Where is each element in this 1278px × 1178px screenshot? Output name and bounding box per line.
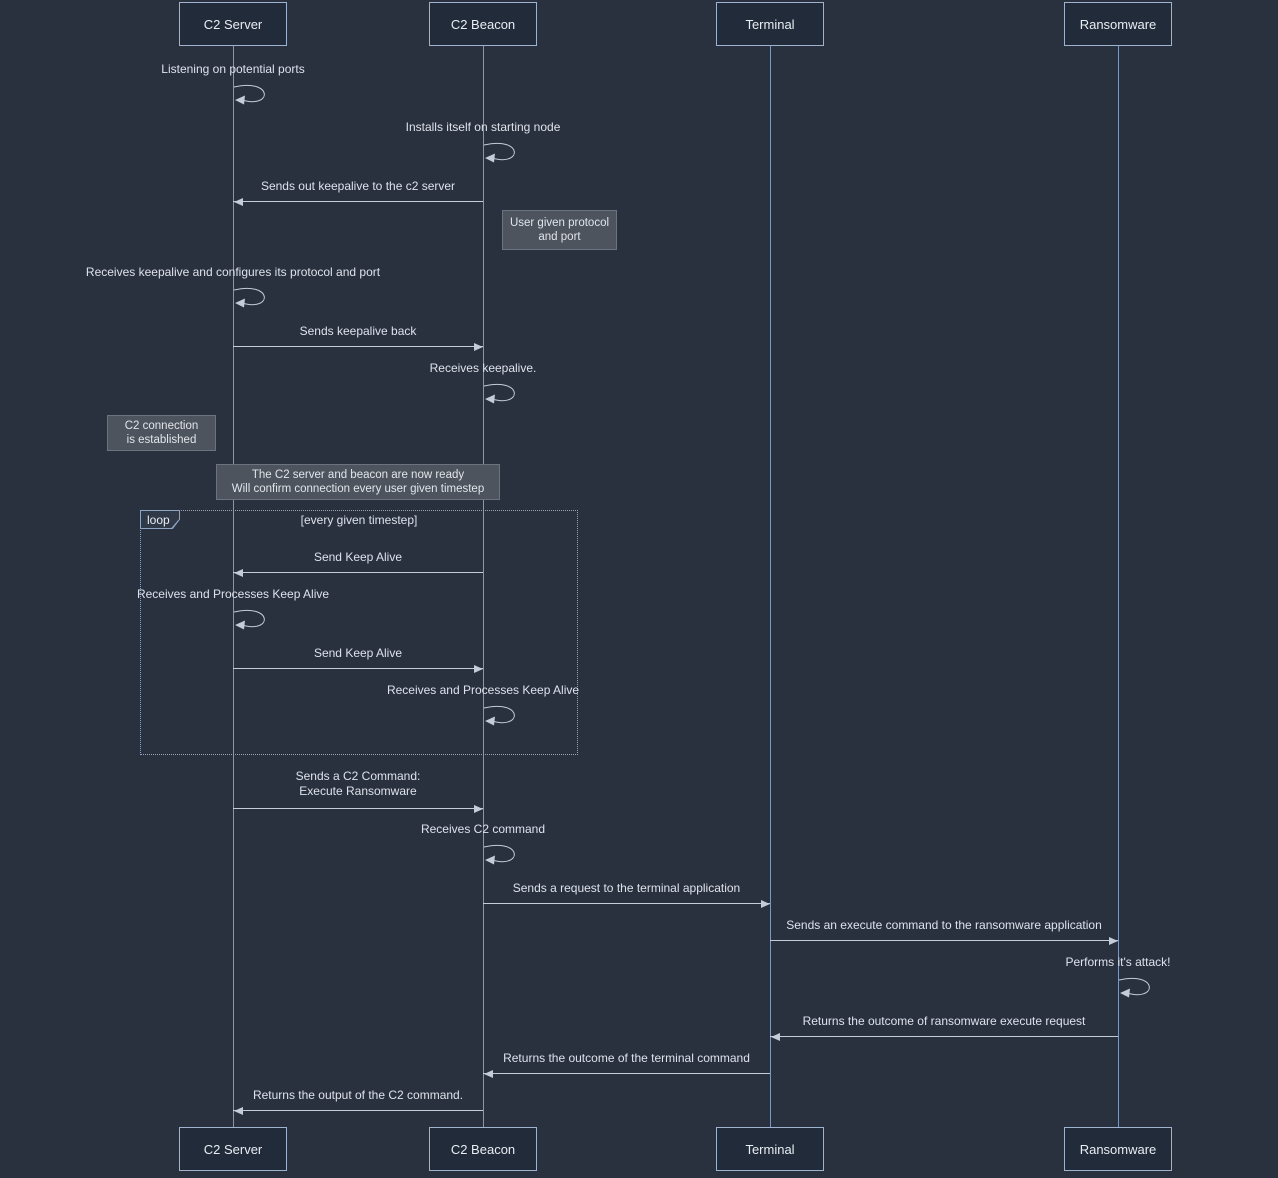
message-line — [483, 1073, 770, 1074]
message-label-line: Send Keep Alive — [313, 646, 403, 660]
message-label-line: Returns the outcome of the terminal comm… — [503, 1051, 750, 1065]
message-label: Sends a C2 Command:Execute Ransomware — [233, 769, 483, 799]
message-label-line: Returns the output of the C2 command. — [252, 1088, 464, 1102]
loop-label: loop — [140, 510, 180, 529]
arrowhead-left-icon — [234, 569, 243, 577]
message-line — [233, 201, 483, 202]
self-loop-arrow-icon — [483, 844, 515, 865]
message-label: Sends an execute command to the ransomwa… — [770, 918, 1118, 933]
message-label: Returns the output of the C2 command. — [233, 1088, 483, 1103]
self-loop-arrow-icon — [233, 287, 265, 308]
self-message-label: Receives keepalive. — [429, 361, 537, 375]
actor-terminal-bottom: Terminal — [716, 1127, 824, 1171]
note-line: User given protocol — [509, 217, 610, 229]
lifeline-terminal — [770, 46, 771, 1127]
message-label: Returns the outcome of the terminal comm… — [483, 1051, 770, 1066]
self-loop-arrow-icon — [233, 84, 265, 105]
message-line — [233, 346, 483, 347]
message-label-line: Returns the outcome of ransomware execut… — [802, 1014, 1086, 1028]
note-line: is established — [126, 434, 197, 446]
message-line — [770, 1036, 1118, 1037]
message-label-line: Sends out keepalive to the c2 server — [260, 179, 456, 193]
message-label-line: Sends keepalive back — [299, 324, 417, 338]
self-loop-arrow-icon — [1118, 977, 1150, 998]
message-line — [770, 940, 1118, 941]
message-label: Send Keep Alive — [233, 646, 483, 661]
message-label-line: Send Keep Alive — [313, 550, 403, 564]
loop-label-fill — [141, 511, 179, 528]
message-label-line: Execute Ransomware — [299, 784, 417, 798]
arrowhead-right-icon — [1109, 937, 1118, 945]
self-message-label: Receives keepalive and configures its pr… — [85, 265, 381, 279]
self-message-label: Performs it's attack! — [1065, 955, 1171, 969]
note: C2 connection is established — [107, 415, 216, 451]
message-label: Returns the outcome of ransomware execut… — [770, 1014, 1118, 1029]
arrowhead-left-icon — [234, 1107, 243, 1115]
note-line: Will confirm connection every user given… — [231, 483, 485, 495]
loop-frame — [140, 510, 578, 755]
arrowhead-right-icon — [474, 343, 483, 351]
actor-ransomware-bottom: Ransomware — [1064, 1127, 1172, 1171]
note-line: and port — [538, 231, 581, 243]
lifeline-c2beacon — [483, 46, 484, 1127]
self-loop-arrow-icon — [483, 705, 515, 726]
arrowhead-right-icon — [474, 805, 483, 813]
loop-label-text: loop — [147, 512, 170, 527]
message-line — [233, 668, 483, 669]
self-message-label: Receives and Processes Keep Alive — [386, 683, 580, 697]
actor-ransomware-top: Ransomware — [1064, 2, 1172, 46]
actor-c2beacon-top: C2 Beacon — [429, 2, 537, 46]
lifeline-ransomware — [1118, 46, 1119, 1127]
arrowhead-left-icon — [771, 1033, 780, 1041]
note-line: The C2 server and beacon are now ready — [251, 469, 465, 481]
message-label: Sends keepalive back — [233, 324, 483, 339]
message-label-line: Sends a C2 Command: — [295, 769, 421, 783]
arrowhead-left-icon — [484, 1070, 493, 1078]
actor-c2server-bottom: C2 Server — [179, 1127, 287, 1171]
message-label-line: Sends an execute command to the ransomwa… — [786, 918, 1102, 932]
arrowhead-right-icon — [761, 900, 770, 908]
message-line — [233, 1110, 483, 1111]
actor-c2beacon-bottom: C2 Beacon — [429, 1127, 537, 1171]
arrowhead-right-icon — [474, 665, 483, 673]
arrowhead-left-icon — [234, 198, 243, 206]
lifeline-c2server — [233, 46, 234, 1127]
actor-c2server-top: C2 Server — [179, 2, 287, 46]
self-loop-arrow-icon — [483, 383, 515, 404]
self-message-label: Installs itself on starting node — [405, 120, 561, 134]
message-label: Send Keep Alive — [233, 550, 483, 565]
message-label: Sends a request to the terminal applicat… — [483, 881, 770, 896]
loop-condition-label: [every given timestep] — [300, 513, 418, 527]
self-loop-arrow-icon — [233, 609, 265, 630]
message-label: Sends out keepalive to the c2 server — [233, 179, 483, 194]
message-line — [233, 572, 483, 573]
message-line — [233, 808, 483, 809]
self-message-label: Listening on potential ports — [161, 62, 305, 76]
self-loop-arrow-icon — [483, 142, 515, 163]
note: User given protocol and port — [502, 210, 617, 250]
actor-terminal-top: Terminal — [716, 2, 824, 46]
self-message-label: Receives C2 command — [420, 822, 546, 836]
self-message-label: Receives and Processes Keep Alive — [136, 587, 330, 601]
note-line: C2 connection — [124, 420, 199, 432]
message-label-line: Sends a request to the terminal applicat… — [512, 881, 741, 895]
message-line — [483, 903, 770, 904]
